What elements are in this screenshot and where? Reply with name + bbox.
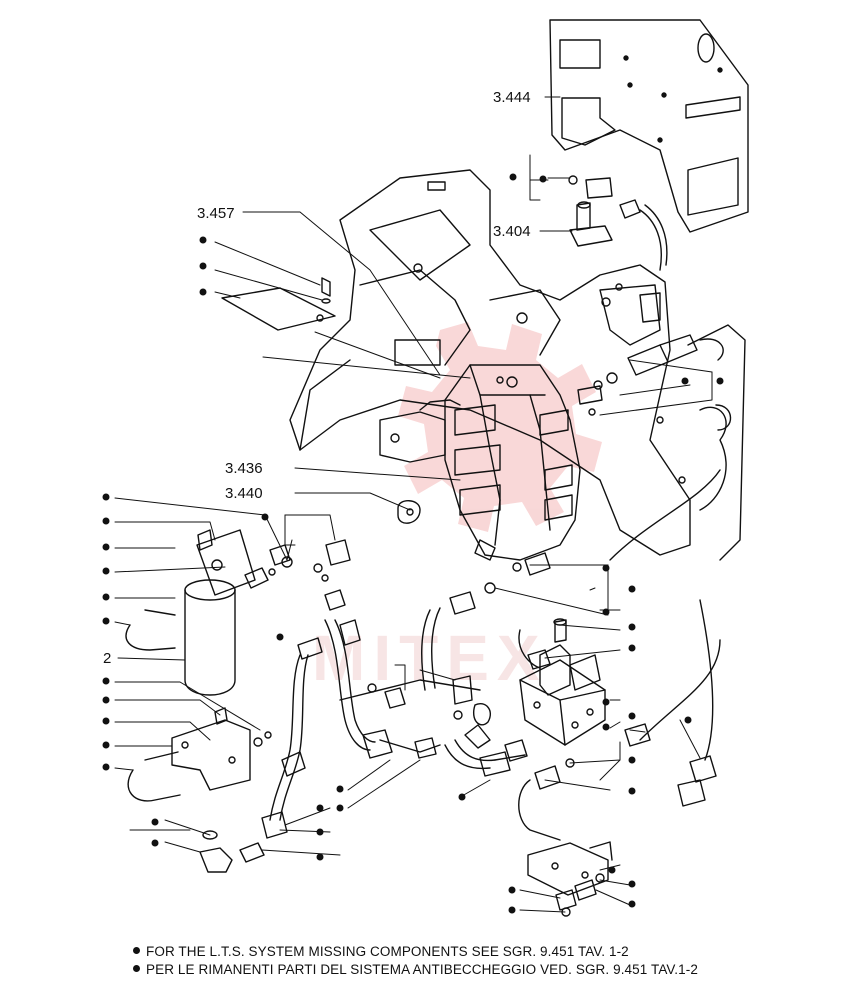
watermark: MITEX <box>312 322 602 694</box>
footnote-english-text: FOR THE L.T.S. SYSTEM MISSING COMPONENTS… <box>146 944 629 959</box>
hose-fittings <box>253 539 717 839</box>
bracket-plate-3444 <box>549 19 749 233</box>
leader-lines <box>114 96 713 913</box>
label-3440: 3.440 <box>225 485 263 502</box>
label-3436: 3.436 <box>225 460 263 477</box>
bullet-icon <box>133 947 140 954</box>
label-3457: 3.457 <box>197 205 235 222</box>
lower-right-bracket <box>527 841 613 917</box>
main-frame <box>289 169 746 561</box>
watermark-text: MITEX <box>312 622 548 694</box>
control-valve-block <box>379 364 581 561</box>
footnote-italian-text: PER LE RIMANENTI PARTI DEL SISTEMA ANTIB… <box>146 962 698 977</box>
label-3444: 3.444 <box>493 89 531 106</box>
lower-left-bracket <box>127 707 251 802</box>
fitting-3404 <box>568 175 668 271</box>
hose-lines <box>269 469 721 841</box>
label-2: 2 <box>103 650 111 667</box>
footnote-italian: PER LE RIMANENTI PARTI DEL SISTEMA ANTIB… <box>133 962 698 977</box>
plate-3457 <box>221 277 336 331</box>
right-fittings <box>577 334 732 431</box>
bullet-icon <box>133 965 140 972</box>
filter-assembly <box>125 529 291 696</box>
label-3404: 3.404 <box>493 223 531 240</box>
footnote-english: FOR THE L.T.S. SYSTEM MISSING COMPONENTS… <box>133 944 629 959</box>
bullet-markers <box>102 173 724 914</box>
elbow-fitting <box>199 830 265 873</box>
pilot-valve-manifold <box>519 644 606 746</box>
